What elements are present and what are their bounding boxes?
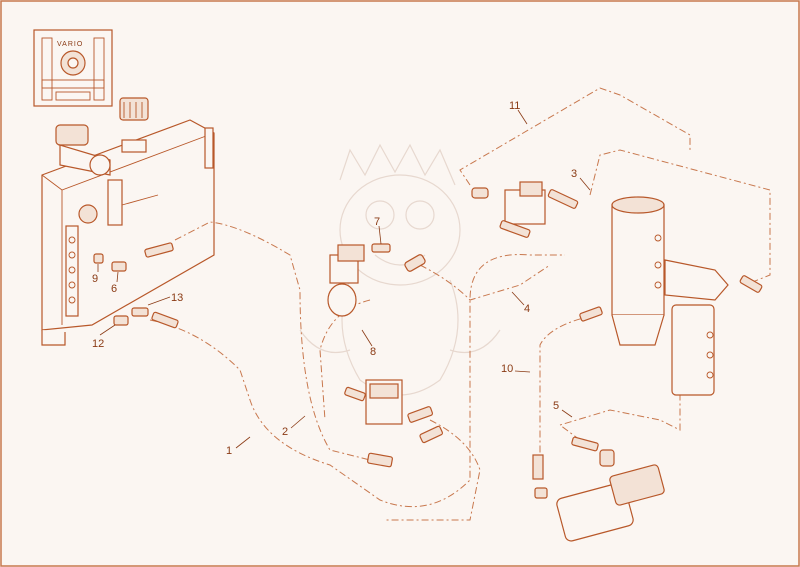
- hose-5: [558, 385, 681, 441]
- sight-gauge: [78, 204, 98, 224]
- callout-4: 4: [524, 303, 530, 315]
- hose-end-upper: [144, 242, 174, 258]
- tank-filter: [55, 124, 159, 226]
- fitting-13: [131, 307, 149, 317]
- pump-unit: [327, 243, 426, 317]
- callout-1: 1: [226, 445, 232, 457]
- fitting-7: [371, 243, 391, 253]
- callout-6: 6: [111, 283, 117, 295]
- hose-end-lower: [151, 311, 179, 329]
- fitting-6: [111, 261, 127, 272]
- callout-12: 12: [92, 338, 104, 350]
- fitting-9: [93, 253, 104, 264]
- hydraulic-motor: [532, 436, 665, 542]
- hose-4: [419, 264, 551, 301]
- callout-3: 3: [571, 168, 577, 180]
- callout-13: 13: [171, 292, 183, 304]
- upper-valve-block: [471, 181, 579, 238]
- vario-logo: VARIO: [33, 29, 113, 107]
- right-reservoir: [579, 196, 763, 396]
- callout-9: 9: [92, 273, 98, 285]
- hose-10: [539, 314, 596, 455]
- callout-5: 5: [553, 400, 559, 412]
- fittings-left: [93, 242, 179, 329]
- logo-text: VARIO: [57, 41, 83, 48]
- hose-11: [459, 87, 691, 186]
- center-valve-block: [344, 379, 444, 468]
- hose-8: [319, 299, 371, 421]
- hydraulic-tank: [41, 97, 215, 346]
- callout-leaders: [97, 109, 591, 449]
- callout-10: 10: [501, 363, 513, 375]
- callout-7: 7: [374, 216, 380, 228]
- callout-2: 2: [282, 426, 288, 438]
- fitting-12: [113, 315, 129, 326]
- hose-lines: [149, 87, 771, 521]
- hose-3: [589, 149, 771, 286]
- callout-8: 8: [370, 346, 376, 358]
- callout-labels: 1 2 3 4 5 6 7 8 9 10 11 12 13: [92, 100, 577, 457]
- callout-11: 11: [509, 100, 520, 112]
- watermark-mascot: [299, 143, 501, 396]
- tank-cap: [119, 97, 149, 121]
- hose-1: [149, 254, 565, 508]
- hose-main-right: [385, 419, 481, 521]
